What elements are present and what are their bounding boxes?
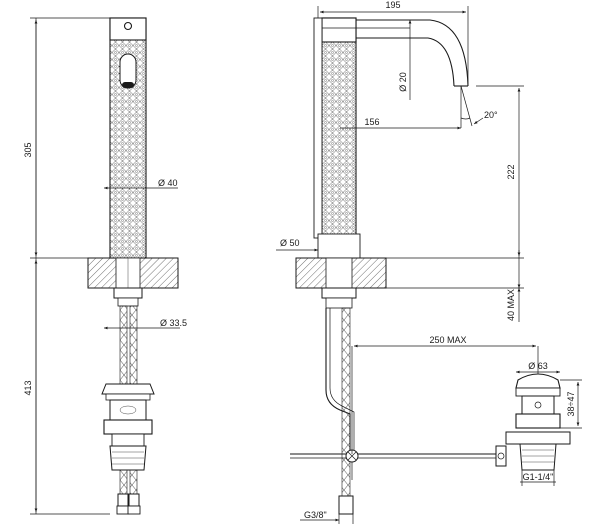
dim-413: 413 <box>23 380 33 395</box>
front-dia-40: Ø 40 <box>104 178 178 190</box>
front-dia-33-5: Ø 33.5 <box>104 318 187 330</box>
front-tap-body <box>109 17 147 259</box>
dim-dia-63: Ø 63 <box>528 361 548 371</box>
dim-dia-50: Ø 50 <box>280 238 300 248</box>
dim-38-47: 38÷47 <box>566 392 576 417</box>
dim-222: 222 <box>506 164 516 179</box>
side-height-222: 222 <box>476 85 524 256</box>
side-linkage <box>290 445 507 480</box>
side-tap-body <box>313 17 469 259</box>
dim-g3-8: G3/8" <box>304 510 327 520</box>
dim-dia-40: Ø 40 <box>158 178 178 188</box>
side-drain-thread: G1-1/4" <box>520 470 556 486</box>
side-drain-height: 38÷47 <box>560 379 582 429</box>
side-pull-rod <box>325 307 355 515</box>
side-supply-thread: G3/8" <box>300 510 354 524</box>
front-shank <box>113 287 143 307</box>
dim-dia-20: Ø 20 <box>398 72 408 92</box>
side-angle-20: 20° <box>460 85 498 128</box>
dim-156: 156 <box>364 117 379 127</box>
front-deck <box>87 257 179 289</box>
front-end-fittings <box>116 493 141 515</box>
side-view: 195 Ø 20 20° <box>276 0 582 524</box>
side-deck-40-max: 40 MAX <box>506 250 521 322</box>
dim-195: 195 <box>385 0 400 10</box>
side-dia-20: Ø 20 <box>398 20 412 100</box>
side-shank <box>321 287 357 309</box>
dim-angle-20: 20° <box>484 110 498 120</box>
dim-g1-1-4: G1-1/4" <box>523 472 554 482</box>
side-dia-50: Ø 50 <box>276 233 361 259</box>
front-view: 305 413 Ø 40 Ø 33. <box>23 17 187 515</box>
dim-dia-33-5: Ø 33.5 <box>160 318 187 328</box>
dim-40-max: 40 MAX <box>506 289 516 321</box>
dim-250-max: 250 MAX <box>429 335 466 345</box>
front-height-dimension: 305 413 <box>23 17 110 515</box>
side-reach-156: 156 <box>340 117 461 130</box>
dim-305: 305 <box>23 142 33 157</box>
side-drain-250-max: 250 MAX <box>351 335 536 454</box>
side-drain-dia-63: Ø 63 <box>516 361 560 374</box>
side-deck <box>295 257 524 289</box>
side-drain <box>505 346 571 471</box>
front-fixing-nut <box>101 383 155 471</box>
